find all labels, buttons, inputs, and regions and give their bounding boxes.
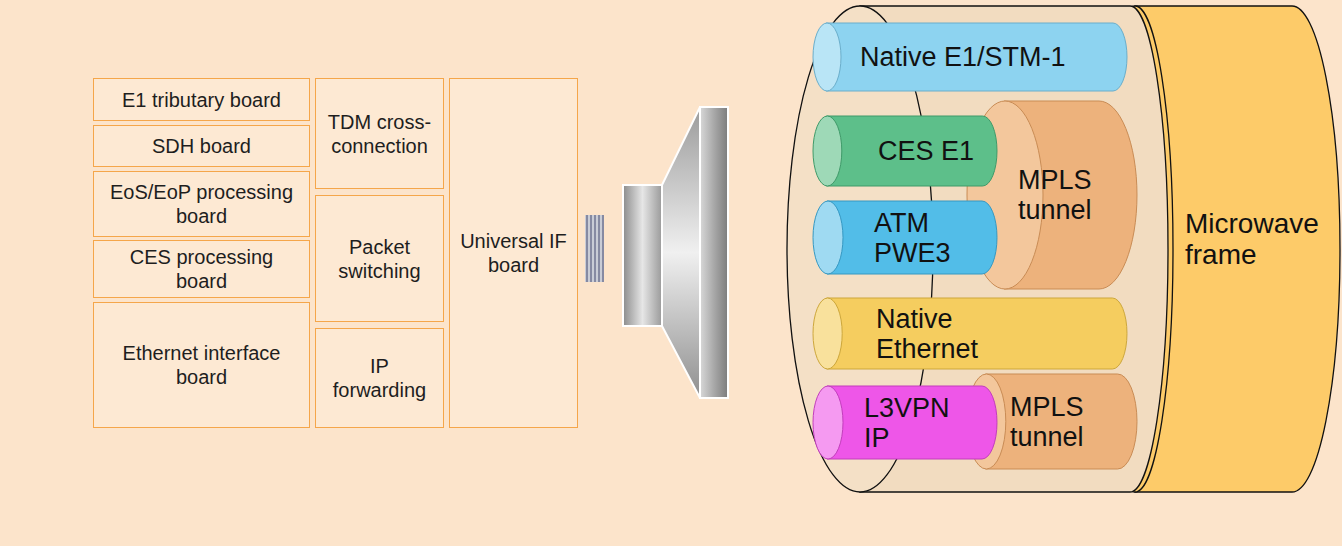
board-box: Ethernet interface board [93, 302, 310, 428]
pipe-label-box: ATM PWE3 [874, 200, 974, 275]
board-box: IP forwarding [315, 328, 444, 428]
board-label: SDH board [152, 134, 251, 158]
pipe-body [827, 386, 997, 459]
pipe-body [827, 201, 997, 274]
board-box: Packet switching [315, 195, 444, 322]
pipe-channel: Native Ethernet [812, 297, 1128, 370]
channel-label: MPLS tunnel [1010, 392, 1120, 452]
pipe-label-box: MPLS tunnel [1018, 100, 1118, 290]
frame-label: Microwave frame [1185, 208, 1339, 270]
antenna-dish [700, 107, 728, 398]
channel-label: L3VPN IP [864, 393, 974, 453]
pipe-channel: Native E1/STM-1 [812, 22, 1128, 92]
board-box: TDM cross-connection [315, 78, 444, 189]
board-box: CES processing board [93, 240, 310, 298]
board-box: SDH board [93, 125, 310, 167]
pipe-label-box: Native E1/STM-1 [860, 22, 1115, 92]
frame-label-box: Microwave frame [1185, 4, 1339, 474]
board-label: CES processing board [102, 245, 301, 293]
board-label: Ethernet interface board [102, 341, 301, 389]
pipe-end [813, 116, 842, 186]
pipe-end [813, 386, 843, 459]
pipe-body [985, 374, 1137, 469]
board-label: EoS/EoP processing board [102, 180, 301, 228]
pipe-body [826, 116, 997, 186]
antenna-body [623, 185, 662, 326]
pipe-label-box: CES E1 [878, 115, 996, 187]
pipe-end [813, 298, 842, 369]
channel-label: Native Ethernet [876, 304, 1016, 364]
pipe-channel: L3VPN IP [812, 385, 998, 460]
pipe-end [813, 23, 841, 91]
pipe-body [827, 298, 1127, 369]
pipe-channel: CES E1 [812, 115, 998, 187]
pipe-label-box: L3VPN IP [864, 385, 974, 460]
board-box: Universal IF board [449, 78, 578, 428]
channel-label: CES E1 [878, 136, 974, 166]
board-label: IP forwarding [324, 354, 435, 402]
board-label: Packet switching [324, 235, 435, 283]
pipe-label-box: Native Ethernet [876, 297, 1016, 370]
channel-label: Native E1/STM-1 [860, 42, 1066, 72]
pipe-body [826, 23, 1127, 91]
board-box: EoS/EoP processing board [93, 171, 310, 237]
pipe-channel: ATM PWE3 [812, 200, 998, 275]
pipe-end [813, 201, 843, 274]
board-label: Universal IF board [458, 229, 569, 277]
board-label: TDM cross-connection [324, 110, 435, 158]
antenna-cone [662, 107, 700, 398]
microwave-frame: Microwave frame Native E1/STM-1MPLS tunne… [785, 4, 1342, 494]
board-label: E1 tributary board [122, 88, 281, 112]
channel-label: ATM PWE3 [874, 208, 974, 268]
pipe-label-box: MPLS tunnel [1010, 373, 1120, 470]
board-box: E1 tributary board [93, 78, 310, 121]
feed-stripes [585, 215, 604, 282]
channel-label: MPLS tunnel [1018, 165, 1118, 225]
